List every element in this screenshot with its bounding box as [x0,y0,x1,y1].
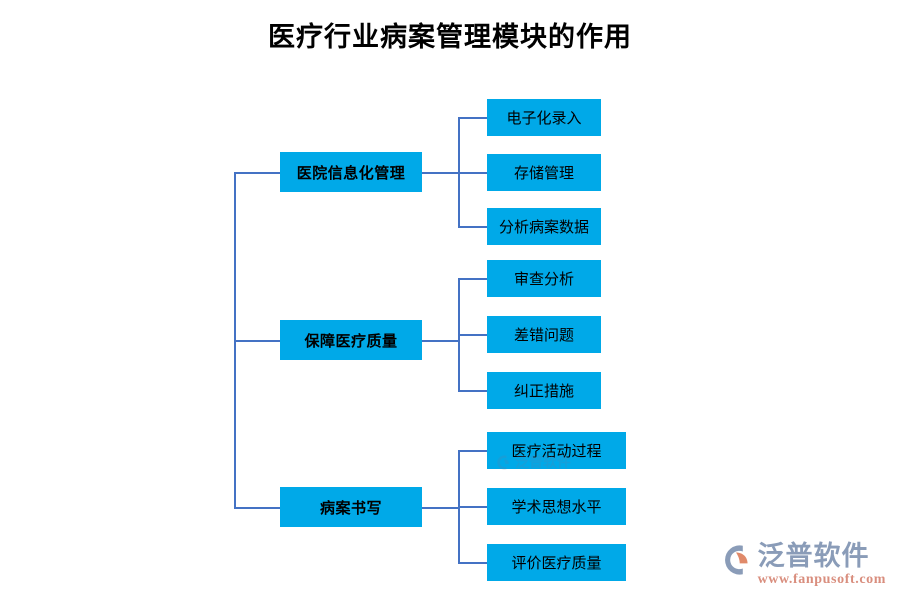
main-stub-3 [234,507,282,509]
group-2-outgoing [421,340,460,342]
child-node-analyze-record-data[interactable]: 分析病案数据 [487,208,601,245]
brand-logo: 泛普软件 www.fanpusoft.com [719,541,886,588]
child-node-review-analysis[interactable]: 审查分析 [487,260,601,297]
group-node-ensure-medical-quality[interactable]: 保障医疗质量 [280,320,422,360]
swoosh-logo-icon [724,545,748,575]
group-1-outgoing [421,172,460,174]
brand-url: www.fanpusoft.com [757,572,886,587]
child-node-storage-management[interactable]: 存储管理 [487,154,601,191]
group-2-child-stub-1 [458,278,488,280]
child-node-corrective-measures[interactable]: 纠正措施 [487,372,601,409]
group-2-child-stub-2 [458,334,488,336]
page-title: 医疗行业病案管理模块的作用 [268,22,632,52]
group-node-record-writing[interactable]: 病案书写 [280,487,422,527]
child-node-academic-thinking-level[interactable]: 学术思想水平 [487,488,626,525]
child-node-error-issues[interactable]: 差错问题 [487,316,601,353]
group-2-child-stub-3 [458,390,488,392]
group-3-child-stub-3 [458,562,488,564]
group-1-child-stub-1 [458,117,488,119]
main-stub-2 [234,340,282,342]
group-1-child-stub-2 [458,172,488,174]
group-1-child-stub-3 [458,226,488,228]
group-3-child-stub-1 [458,450,488,452]
child-node-medical-activity-process[interactable]: 医疗活动过程 [487,432,626,469]
brand-text-wrap: 泛普软件 www.fanpusoft.com [758,541,886,588]
group-3-child-stub-2 [458,506,488,508]
group-3-outgoing [421,507,460,509]
child-node-electronic-entry[interactable]: 电子化录入 [487,99,601,136]
child-node-evaluate-medical-quality[interactable]: 评价医疗质量 [487,544,626,581]
brand-name: 泛普软件 [757,541,870,571]
main-stub-1 [234,172,282,174]
group-node-hospital-informatization[interactable]: 医院信息化管理 [280,152,422,192]
